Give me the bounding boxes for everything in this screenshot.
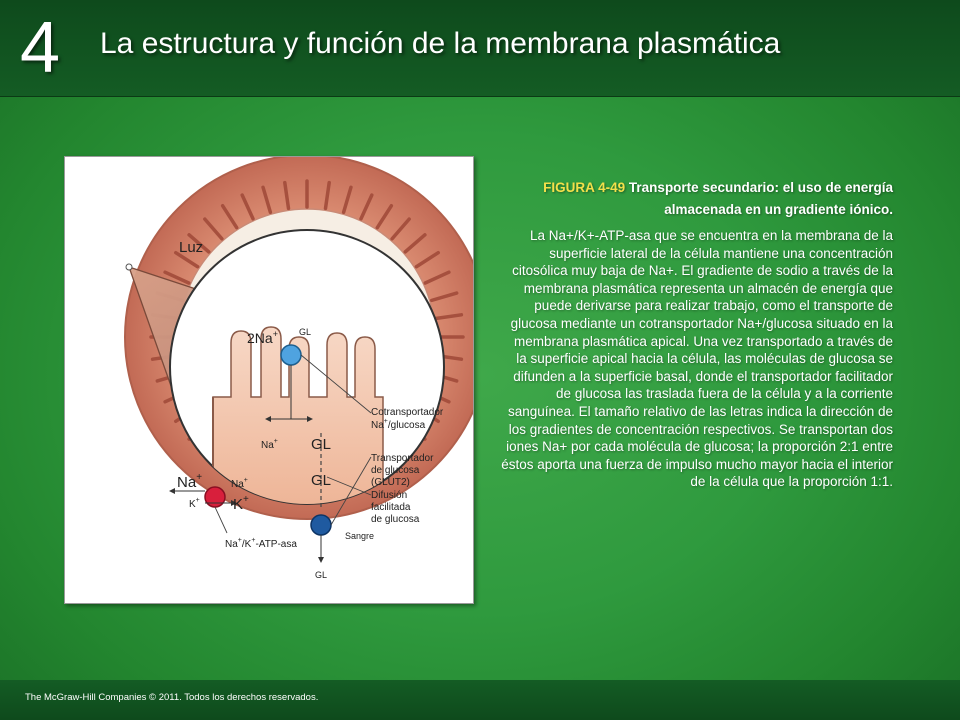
diffusion-label-1: Difusión bbox=[371, 490, 407, 501]
villus bbox=[403, 233, 427, 254]
glut2-transporter-icon bbox=[310, 514, 332, 536]
villus bbox=[375, 204, 394, 230]
glut-label-1: Transportador bbox=[371, 453, 434, 464]
cotransporter-icon bbox=[280, 344, 302, 366]
slide-title: La estructura y función de la membrana p… bbox=[100, 27, 781, 60]
villus bbox=[433, 313, 464, 321]
villus bbox=[341, 185, 353, 215]
na-small-label: Na+ bbox=[261, 438, 278, 451]
figure-caption: FIGURA 4-49 Transporte secundario: el us… bbox=[500, 177, 893, 491]
figure-panel: Luz bbox=[64, 156, 474, 604]
villus bbox=[423, 270, 451, 285]
caption-title: Transporte secundario: el uso de energía… bbox=[628, 180, 893, 217]
glut-label-2: de glucosa bbox=[371, 465, 420, 476]
caption-body: La Na+/K+-ATP-asa que se encuentra en la… bbox=[501, 228, 893, 490]
two-na-label: 2Na+ bbox=[247, 329, 278, 346]
atpase-label: Na+/K+-ATP-asa bbox=[225, 537, 297, 550]
caption-heading: FIGURA 4-49 Transporte secundario: el us… bbox=[500, 177, 893, 221]
gl-mid2-label: GL bbox=[311, 472, 331, 489]
villus bbox=[203, 217, 224, 241]
cotransporter-label-line2: Na+/glucosa bbox=[371, 418, 426, 431]
cotransporter-label: Cotransportador bbox=[371, 407, 444, 418]
transport-diagram: Luz bbox=[124, 157, 473, 580]
villus bbox=[283, 180, 291, 211]
gl-mid-label: GL bbox=[311, 436, 331, 453]
k-big-label: K+ bbox=[233, 494, 249, 513]
villus bbox=[163, 270, 191, 285]
header-bar: 4 La estructura y función de la membrana… bbox=[0, 0, 960, 97]
diffusion-label-2: facilitada bbox=[371, 502, 411, 513]
footer-bar: The McGraw-Hill Companies © 2011. Todos … bbox=[0, 680, 960, 720]
na-big-label: Na+ bbox=[177, 472, 202, 491]
villus bbox=[359, 193, 374, 221]
magnified-circle bbox=[169, 229, 445, 505]
lumen-label: Luz bbox=[179, 239, 203, 256]
villus bbox=[390, 217, 411, 241]
villus bbox=[240, 193, 255, 221]
gl-bottom-label: GL bbox=[315, 570, 327, 580]
villus bbox=[323, 180, 331, 211]
diffusion-label-3: de glucosa bbox=[371, 514, 420, 525]
figure-number: FIGURA 4-49 bbox=[543, 180, 626, 195]
na-small2-label: Na+ bbox=[231, 477, 248, 490]
glut-label-3: (GLUT2) bbox=[371, 477, 410, 488]
villus bbox=[174, 250, 200, 269]
blood-label: Sangre bbox=[345, 531, 374, 541]
villus bbox=[220, 204, 239, 230]
gl-top-label: GL bbox=[299, 327, 311, 337]
na-k-pump-icon bbox=[204, 486, 226, 508]
k-small-label: K+ bbox=[189, 497, 200, 510]
villus bbox=[261, 185, 273, 215]
villus bbox=[414, 250, 440, 269]
villus bbox=[429, 291, 459, 303]
villus bbox=[187, 233, 211, 254]
copyright-notice: The McGraw-Hill Companies © 2011. Todos … bbox=[25, 692, 319, 703]
chapter-number: 4 bbox=[20, 8, 61, 88]
